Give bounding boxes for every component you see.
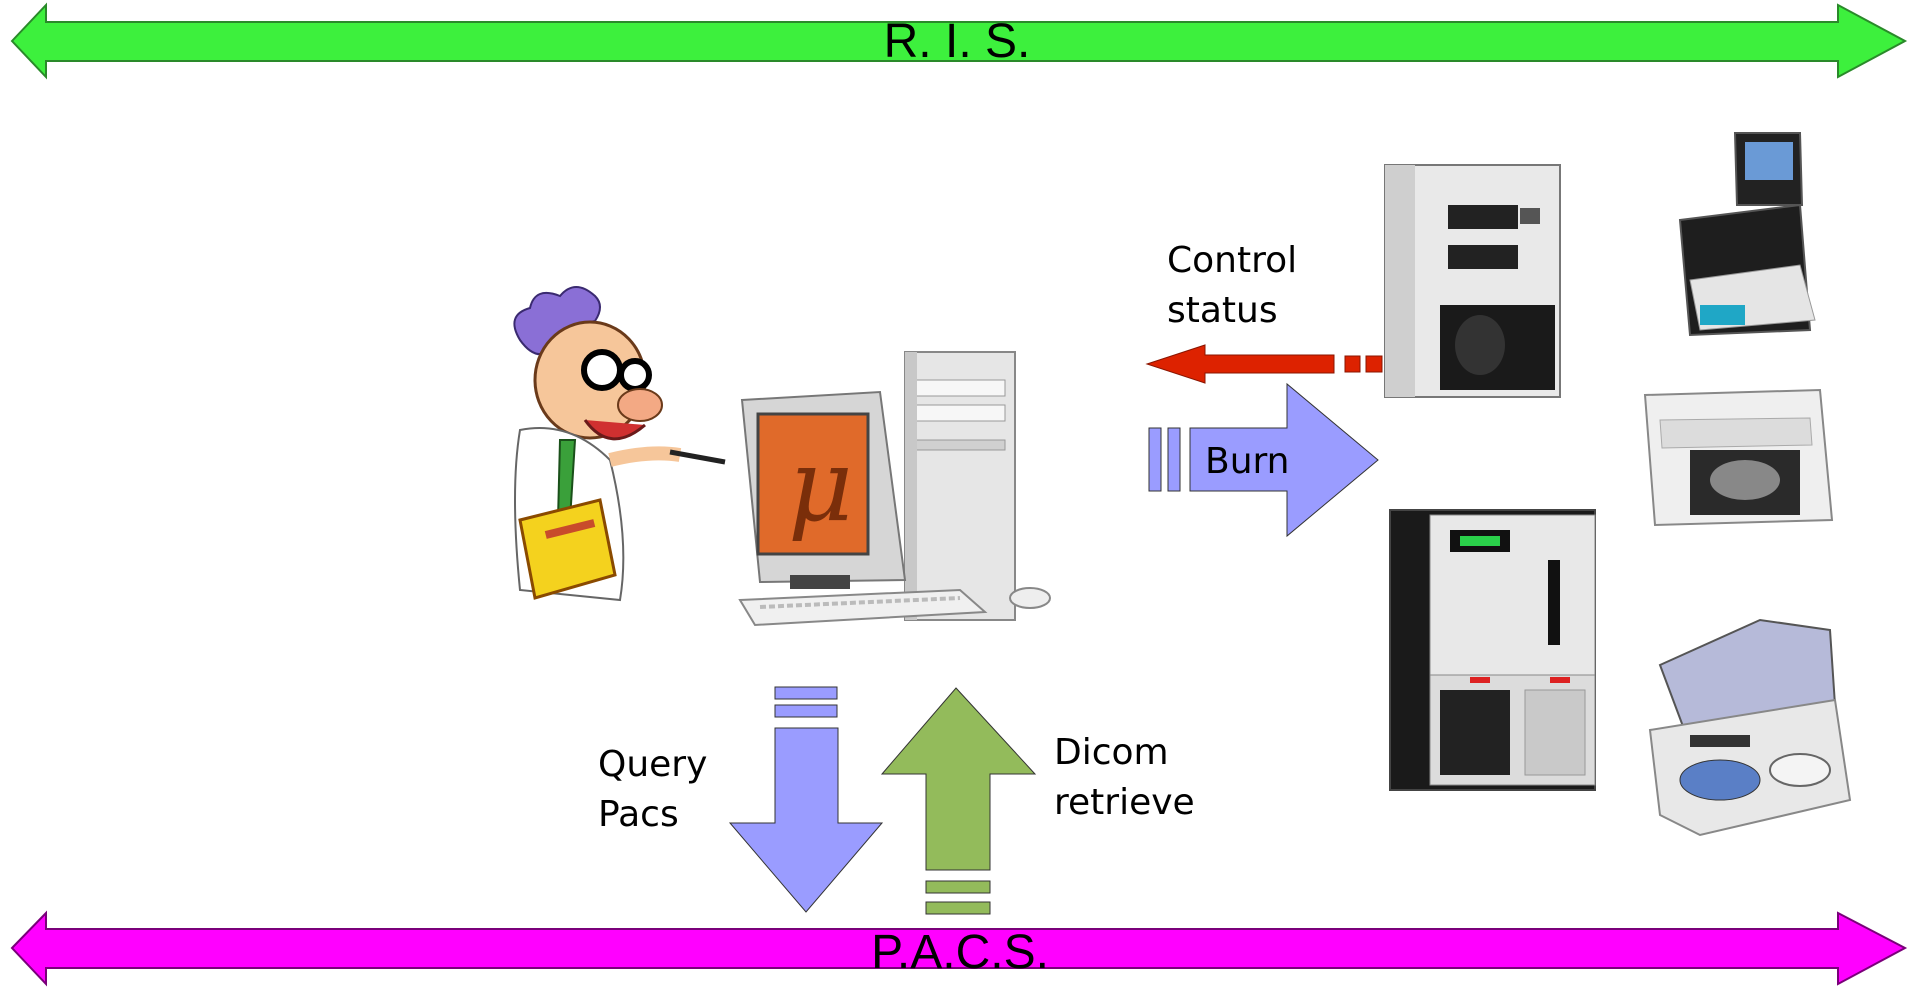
disc-publisher-open-lid-icon (1648, 618, 1852, 837)
dicom-retrieve-label: Dicom retrieve (1054, 732, 1195, 823)
query-pacs-arrow (728, 686, 884, 913)
scientist-cartoon-icon (505, 286, 730, 610)
disc-publisher-tower-icon (1384, 164, 1561, 398)
control-status-label: Control status (1167, 240, 1298, 331)
disc-publisher-cabinet-icon (1389, 509, 1596, 791)
computer-workstation-icon: μ (738, 351, 1051, 627)
dicom-retrieve-arrow (880, 687, 1037, 915)
control-status-arrow (1145, 344, 1383, 384)
burn-label: Burn (1205, 441, 1290, 482)
pacs-bus-arrow (10, 910, 1908, 987)
burn-arrow (1148, 382, 1379, 538)
pacs-bus-label: P.A.C.S. (871, 926, 1049, 979)
query-pacs-label: Query Pacs (598, 744, 708, 835)
ris-bus-arrow (10, 2, 1908, 80)
svg-text:μ: μ (788, 427, 853, 544)
disc-publisher-touchscreen-icon (1678, 132, 1816, 337)
ris-bus-label: R. I. S. (883, 15, 1031, 68)
disc-publisher-desktop-icon (1643, 388, 1834, 527)
